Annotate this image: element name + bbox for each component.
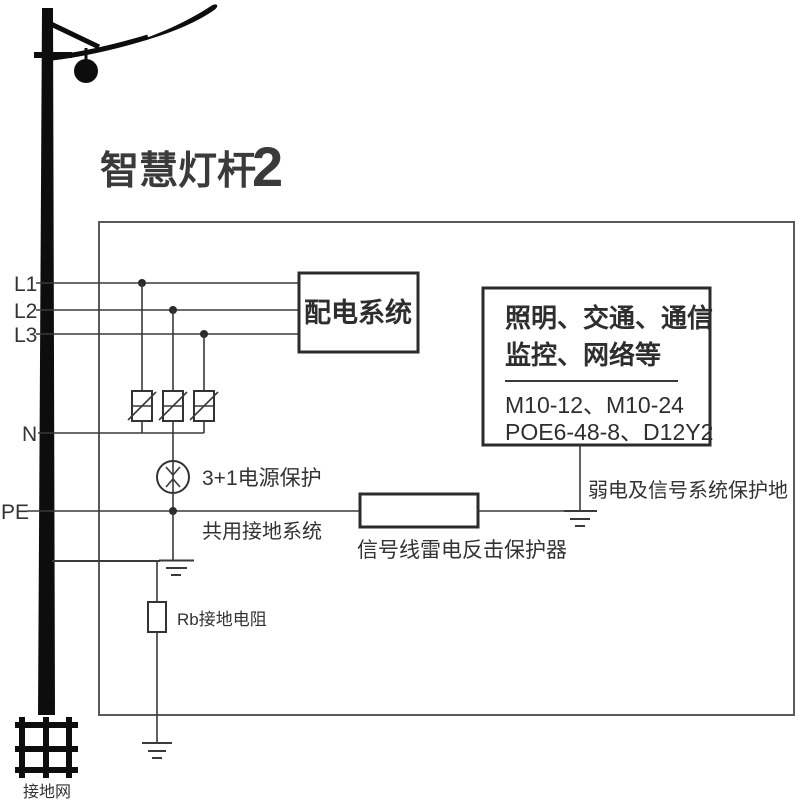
- bus-label-n: N: [22, 423, 37, 446]
- pole-shaft: [38, 8, 55, 715]
- grid-vertical-bars: [19, 717, 72, 778]
- page-title: 智慧灯杆: [100, 150, 256, 193]
- pole-crossbar: [34, 52, 72, 58]
- common-ground-label: 共用接地系统: [202, 520, 322, 543]
- bus-label-l1: L1: [14, 273, 37, 296]
- load-box-models2: POE6-48-8、D12Y2: [505, 419, 713, 445]
- spd-l3-slash: [189, 391, 219, 421]
- distribution-box-outline: [297, 271, 420, 354]
- load-box-outline: [481, 286, 712, 447]
- street-light-pole: [34, 4, 218, 715]
- spd-l2: [158, 390, 188, 422]
- bus-label-l2: L2: [14, 300, 37, 323]
- spark-gap-arrow-up: [165, 477, 181, 488]
- lamp-ball: [74, 59, 98, 83]
- spd-group: [127, 390, 219, 422]
- load-box-line2: 监控、网络等: [505, 340, 661, 370]
- spd-l2-slash: [158, 391, 188, 421]
- lamp-head: [140, 4, 218, 41]
- ground-grid: 接地网: [15, 717, 78, 800]
- bus-label-l3: L3: [14, 324, 37, 347]
- page-title-number: 2: [252, 135, 283, 198]
- spd-l1: [127, 390, 157, 422]
- bus-label-pe: PE: [1, 501, 29, 524]
- pe-bus: PE 共用接地系统 信号线雷电反击保护器: [1, 492, 567, 562]
- lamp-arm: [51, 34, 149, 61]
- pe-earth-point: [52, 511, 194, 576]
- ground-grid-label: 接地网: [23, 783, 71, 800]
- spd-l3: [189, 390, 219, 422]
- spd-l1-slash: [127, 391, 157, 421]
- signal-protector-body: [358, 492, 480, 529]
- signal-protector-label: 信号线雷电反击保护器: [357, 539, 567, 562]
- cabinet-outline: [98, 221, 795, 716]
- distribution-box-label: 配电系统: [304, 297, 412, 328]
- spark-gap-spd: 3+1电源保护: [156, 433, 322, 511]
- weak-signal-ground: 弱电及信号系统保护地: [564, 445, 788, 527]
- neutral-bus: N: [22, 421, 205, 446]
- load-box-line1: 照明、交通、通信: [505, 303, 713, 333]
- pole-brace: [49, 21, 101, 50]
- spark-gap-arrow-down: [165, 466, 181, 477]
- weak-signal-ground-label: 弱电及信号系统保护地: [588, 479, 788, 502]
- rb-resistor-body: [147, 601, 167, 633]
- rb-branch: Rb接地电阻: [142, 561, 267, 759]
- power-protection-label: 3+1电源保护: [202, 467, 322, 490]
- rb-resistor-label: Rb接地电阻: [177, 610, 267, 629]
- load-box-models1: M10-12、M10-24: [505, 392, 684, 418]
- load-equipment-box: 照明、交通、通信 监控、网络等 M10-12、M10-24 POE6-48-8、…: [481, 286, 713, 447]
- distribution-system-box: 配电系统: [297, 271, 420, 354]
- phase-buses: L1 L2 L3: [14, 273, 299, 391]
